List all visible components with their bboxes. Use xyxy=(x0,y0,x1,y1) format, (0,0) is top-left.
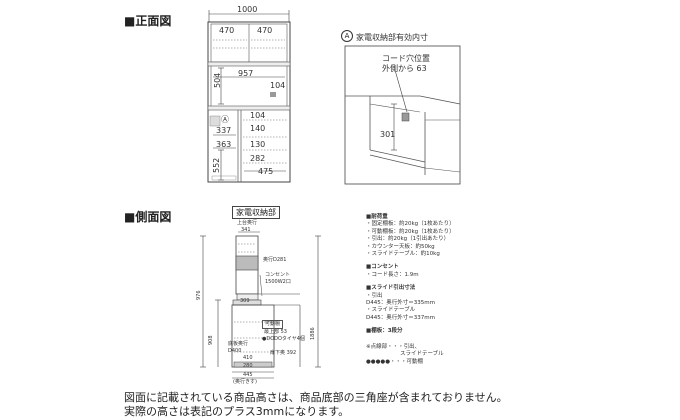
specs-slide-drawer: ・引出 xyxy=(366,292,383,299)
specs-load-heading: ■耐荷重 xyxy=(366,214,388,220)
front-mid-small: 104 xyxy=(270,81,286,90)
front-upper-left-width: 470 xyxy=(219,26,235,35)
side-height-908: 908 xyxy=(208,335,214,345)
front-dim-104: 104 xyxy=(250,111,266,120)
front-mid-width: 957 xyxy=(238,69,254,78)
front-upper-right-width: 470 xyxy=(257,26,273,35)
detail-a-cord-offset: 外側から 63 xyxy=(382,64,427,73)
specs-load-movable-shelf: ・可動棚板：約20kg（1枚あたり） xyxy=(366,228,455,235)
side-base-depth: (奥行きす) xyxy=(233,379,257,385)
specs-outlet-heading: ■コンセント xyxy=(366,264,399,271)
specs-legend-dotted: ※点線部・・・引出、 xyxy=(366,343,421,350)
specs-load-fixed-shelf: ・固定棚板：約20kg（1枚あたり） xyxy=(366,221,455,228)
side-drawer-depth: 扉下奥 392 xyxy=(270,350,297,356)
side-bottom-depth-label: 底板奥行 xyxy=(228,341,249,347)
side-bottom-depth: D400 xyxy=(228,348,242,354)
front-detail-a-marker: Ⓐ xyxy=(221,115,229,124)
detail-a-badge: A xyxy=(341,30,353,42)
specs-load-slide-table: ・スライドテーブル：約10kg xyxy=(366,251,440,258)
side-outlet-spec: 1500W2口 xyxy=(265,279,291,285)
side-dim-309: 309 xyxy=(240,298,250,304)
side-view-title: ■側面図 xyxy=(124,210,172,224)
side-dim-410: 410 xyxy=(243,355,253,361)
specs-slide-heading: ■スライド引出寸法 xyxy=(366,285,416,292)
side-dim-445: 445 xyxy=(243,372,253,378)
side-height-976: 976 xyxy=(196,290,202,300)
side-shelf-depth: 奥行D281 xyxy=(263,257,287,263)
footer-note-2: 実際の高さは表記のプラス3mmになります。 xyxy=(124,405,350,418)
specs-slide-table: ・スライドテーブル xyxy=(366,307,416,314)
front-dim-130: 130 xyxy=(250,140,266,149)
side-movable-shelf-label: 可動棚 xyxy=(262,320,284,329)
footer-note-1: 図面に記載されている商品高さは、商品底部の三角座が含まれておりません。 xyxy=(124,391,508,404)
specs-slide-drawer-depth: D445：奥行外寸＝335mm xyxy=(366,300,435,307)
specs-load-counter: ・カウンター天板：約50kg xyxy=(366,243,435,250)
specs-load-drawer: ・引出：約20kg（1引出あたり） xyxy=(366,236,450,243)
side-outlet-label: コンセント xyxy=(265,272,291,278)
side-upper-dim: 最上部 53 xyxy=(264,329,287,335)
side-top-depth-label: 上台奥行 xyxy=(237,220,258,226)
front-dim-140: 140 xyxy=(250,124,266,133)
appliance-storage-label: 家電収納部 xyxy=(232,206,280,219)
side-dim-280: 280 xyxy=(243,363,253,369)
side-height-1886: 1886 xyxy=(310,327,316,340)
front-view-title: ■正面図 xyxy=(124,14,172,28)
specs-outlet-cord: ・コード長さ：1.9m xyxy=(366,271,419,278)
specs-slide-table-depth: D445：奥行外寸＝337mm xyxy=(366,314,435,321)
front-dim-475: 475 xyxy=(258,167,274,176)
side-caster-note: ●DODOタイヤ4個 xyxy=(262,336,305,342)
front-total-width: 1000 xyxy=(237,5,258,14)
front-dim-363: 363 xyxy=(216,140,232,149)
specs-legend-movable: ●●●●●・・・可動棚 xyxy=(366,358,423,365)
detail-a-title: 家電収納部有効内寸 xyxy=(356,33,428,42)
detail-a-cord-position: コード穴位置 xyxy=(382,54,430,63)
side-top-depth: 341 xyxy=(241,227,251,233)
specs-legend-slide: スライドテーブル xyxy=(400,351,444,358)
front-dim-282: 282 xyxy=(250,154,266,163)
specs-panel: ■耐荷重 ・固定棚板：約20kg（1枚あたり） ・可動棚板：約20kg（1枚あた… xyxy=(366,214,455,366)
detail-a-dim-301: 301 xyxy=(380,130,396,139)
front-dim-337: 337 xyxy=(216,126,232,135)
specs-shelf-heading: ■棚板：3段分 xyxy=(366,328,403,335)
